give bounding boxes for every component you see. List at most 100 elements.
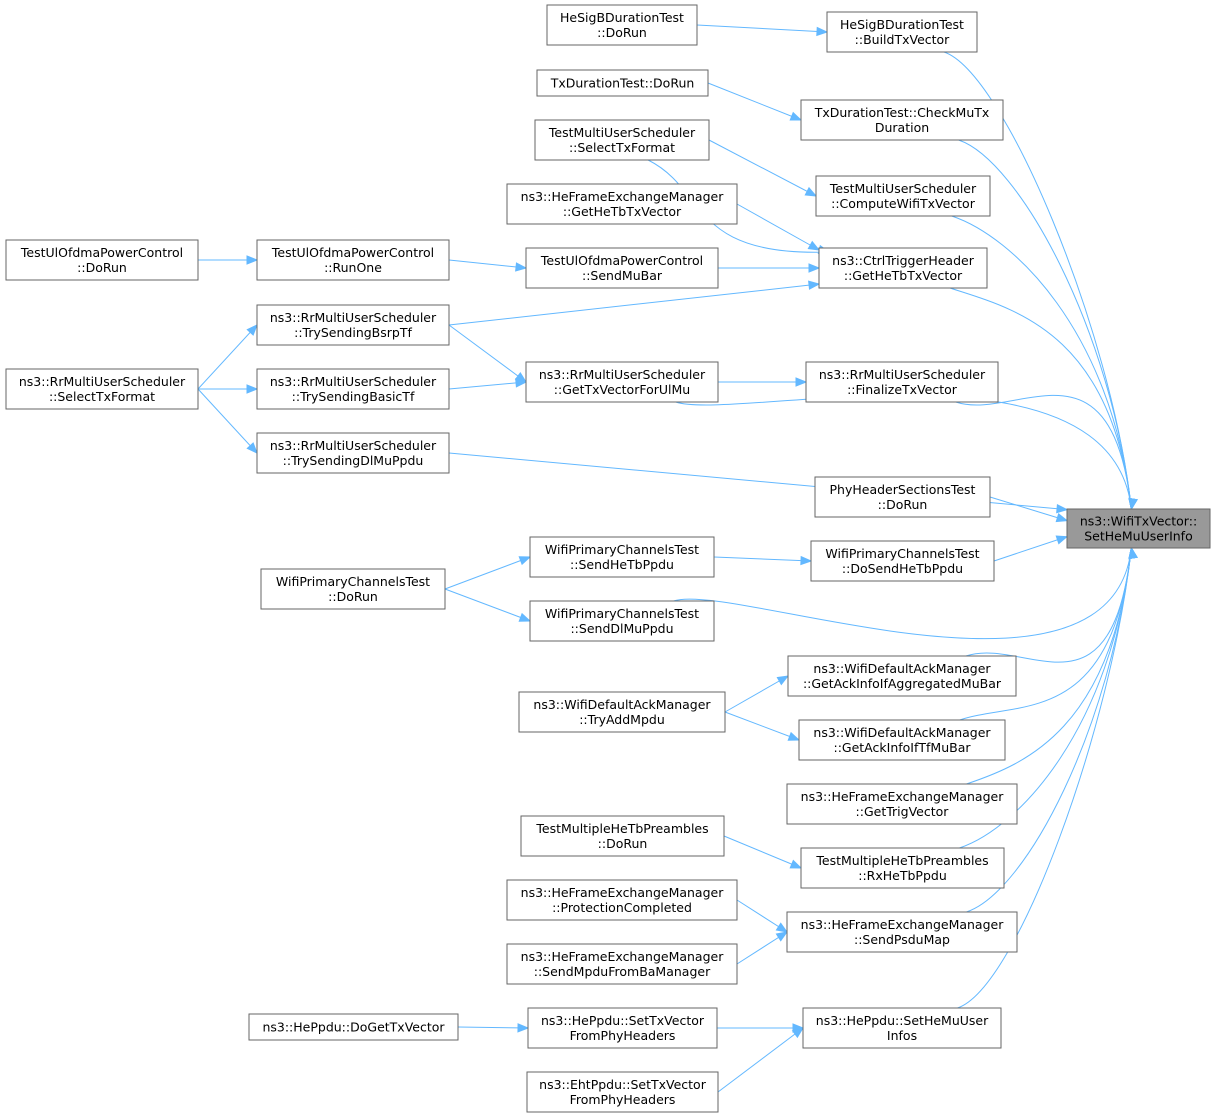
node-target[interactable]: ns3::WifiTxVector::SetHeMuUserInfo	[1066, 508, 1211, 549]
node-box	[526, 1071, 719, 1113]
node-label-line: WifiPrimaryChannelsTest	[545, 542, 699, 557]
node-phs_dorun[interactable]: PhyHeaderSectionsTest::DoRun	[814, 476, 991, 518]
edge-wdam_tryadd-to-wdam_tfmubar	[724, 711, 801, 741]
arrow-head-icon	[518, 556, 532, 566]
edge-line	[966, 547, 1132, 913]
edge-tmhp_dorun-to-tmhp_rx	[723, 835, 803, 869]
node-ctrl_get[interactable]: ns3::CtrlTriggerHeader::GetHeTbTxVector	[818, 247, 988, 289]
node-box	[787, 655, 1017, 697]
edge-line	[723, 835, 802, 869]
node-box	[525, 361, 719, 403]
node-box	[529, 600, 715, 642]
edge-line	[707, 82, 802, 121]
node-box	[826, 11, 978, 53]
edge-line	[958, 139, 1132, 510]
edge-line	[717, 1027, 804, 1093]
node-label-line: ::SendPsduMap	[854, 932, 950, 947]
edge-wdam_tryadd-to-wdam_aggmubar	[724, 675, 790, 713]
edge-wpc_dorun-to-wpc_sendhetb	[444, 556, 532, 590]
node-label-line: TestMultiUserScheduler	[548, 125, 696, 140]
edge-line	[959, 547, 1132, 849]
arrow-head-icon	[1056, 503, 1069, 514]
edge-rr_basic-to-rr_getul	[448, 378, 528, 390]
node-wdam_tryadd[interactable]: ns3::WifiDefaultAckManager::TryAddMpdu	[518, 691, 726, 733]
edge-line	[724, 675, 789, 713]
node-hesig_build[interactable]: HeSigBDurationTest::BuildTxVector	[826, 11, 978, 53]
edge-line	[444, 588, 531, 622]
node-label-line: ::SendHeTbPpdu	[570, 557, 674, 572]
node-tuopc_sendmubar[interactable]: TestUlOfdmaPowerControl::SendMuBar	[525, 247, 719, 289]
node-label-line: ns3::WifiDefaultAckManager	[813, 725, 991, 740]
node-txdur_dorun[interactable]: TxDurationTest::DoRun	[536, 69, 709, 97]
node-box	[527, 1007, 718, 1049]
node-label-line: ns3::WifiTxVector::	[1080, 514, 1197, 529]
node-wpc_dorun[interactable]: WifiPrimaryChannelsTest::DoRun	[260, 568, 446, 610]
edge-line	[696, 24, 828, 33]
edge-rr_finalize-to-target	[955, 395, 1138, 511]
node-wdam_aggmubar[interactable]: ns3::WifiDefaultAckManager::GetAckInfoIf…	[787, 655, 1017, 697]
node-label-line: TestUlOfdmaPowerControl	[20, 245, 183, 260]
node-label-line: ::DoSendHeTbPpdu	[842, 561, 963, 576]
node-hefem_gettb[interactable]: ns3::HeFrameExchangeManager::GetHeTbTxVe…	[506, 183, 738, 225]
node-rr_select[interactable]: ns3::RrMultiUserScheduler::SelectTxForma…	[5, 368, 199, 410]
node-hefem_sendpsdu[interactable]: ns3::HeFrameExchangeManager::SendPsduMap	[786, 911, 1018, 953]
node-box	[506, 183, 738, 225]
node-rr_finalize[interactable]: ns3::RrMultiUserScheduler::FinalizeTxVec…	[805, 361, 999, 403]
edge-line	[444, 556, 531, 590]
edge-line	[951, 215, 1132, 510]
node-hefem_gettrig[interactable]: ns3::HeFrameExchangeManager::GetTrigVect…	[786, 783, 1018, 825]
node-wdam_tfmubar[interactable]: ns3::WifiDefaultAckManager::GetAckInfoIf…	[798, 719, 1006, 761]
node-tuopc_runone[interactable]: TestUlOfdmaPowerControl::RunOne	[256, 239, 450, 281]
node-rr_getul[interactable]: ns3::RrMultiUserScheduler::GetTxVectorFo…	[525, 361, 719, 403]
edge-hefem_sendmpdu-to-hefem_sendpsdu	[736, 931, 789, 965]
node-rr_dlmu[interactable]: ns3::RrMultiUserScheduler::TrySendingDlM…	[256, 432, 450, 474]
arrow-head-icon	[787, 731, 801, 741]
node-label-line: ::FinalizeTxVector	[847, 382, 958, 397]
node-label-line: ::SendMuBar	[582, 268, 663, 283]
node-wpc_senddlmu[interactable]: WifiPrimaryChannelsTest::SendDlMuPpdu	[529, 600, 715, 642]
node-label-line: ns3::HeFrameExchangeManager	[521, 949, 725, 964]
arrow-head-icon	[515, 262, 528, 272]
node-wpc_dosendhetb[interactable]: WifiPrimaryChannelsTest::DoSendHeTbPpdu	[810, 540, 995, 582]
arrow-head-icon	[795, 377, 808, 387]
node-label-line: TestUlOfdmaPowerControl	[271, 245, 434, 260]
node-hesig_dorun[interactable]: HeSigBDurationTest::DoRun	[546, 4, 698, 46]
node-box	[534, 119, 710, 161]
node-tuopc_dorun[interactable]: TestUlOfdmaPowerControl::DoRun	[5, 239, 199, 281]
node-tmhp_rx[interactable]: TestMultipleHeTbPreambles::RxHeTbPpdu	[800, 847, 1005, 889]
node-label-line: ns3::HePpdu::SetHeMuUser	[816, 1013, 989, 1028]
node-hefem_protection[interactable]: ns3::HeFrameExchangeManager::ProtectionC…	[506, 879, 738, 921]
node-label-line: ::DoRun	[878, 497, 928, 512]
node-label-line: Infos	[887, 1028, 917, 1043]
node-tmus_compute[interactable]: TestMultiUserScheduler::ComputeWifiTxVec…	[815, 175, 991, 217]
node-label-line: TestMultipleHeTbPreambles	[535, 821, 708, 836]
node-label-line: TxDurationTest::CheckMuTx	[814, 105, 990, 120]
node-box	[818, 247, 988, 289]
node-box	[786, 911, 1018, 953]
node-label-line: HeSigBDurationTest	[840, 17, 964, 32]
node-heppdu_dogettx[interactable]: ns3::HePpdu::DoGetTxVector	[248, 1013, 459, 1041]
arrow-head-icon	[1128, 497, 1138, 511]
node-tmus_select[interactable]: TestMultiUserScheduler::SelectTxFormat	[534, 119, 710, 161]
node-label-line: ns3::HePpdu::SetTxVector	[541, 1013, 705, 1028]
node-box	[800, 99, 1004, 141]
node-label-line: ns3::CtrlTriggerHeader	[832, 253, 975, 268]
node-tmhp_dorun[interactable]: TestMultipleHeTbPreambles::DoRun	[520, 815, 725, 857]
node-box	[810, 540, 995, 582]
node-box	[260, 568, 446, 610]
node-label-line: ::TrySendingBasicTf	[292, 389, 415, 404]
node-hefem_sendmpdu[interactable]: ns3::HeFrameExchangeManager::SendMpduFro…	[506, 943, 738, 985]
edge-tuopc_sendmubar-to-ctrl_get	[718, 263, 821, 273]
node-label-line: FromPhyHeaders	[570, 1092, 676, 1107]
edge-tuopc_dorun-to-tuopc_runone	[198, 255, 259, 265]
node-rr_bsrp[interactable]: ns3::RrMultiUserScheduler::TrySendingBsr…	[256, 304, 450, 346]
node-rr_basic[interactable]: ns3::RrMultiUserScheduler::TrySendingBas…	[256, 368, 450, 410]
arrow-head-icon	[789, 111, 803, 121]
node-wpc_sendhetb[interactable]: WifiPrimaryChannelsTest::SendHeTbPpdu	[529, 536, 715, 578]
node-label-line: ::DoRun	[597, 25, 647, 40]
